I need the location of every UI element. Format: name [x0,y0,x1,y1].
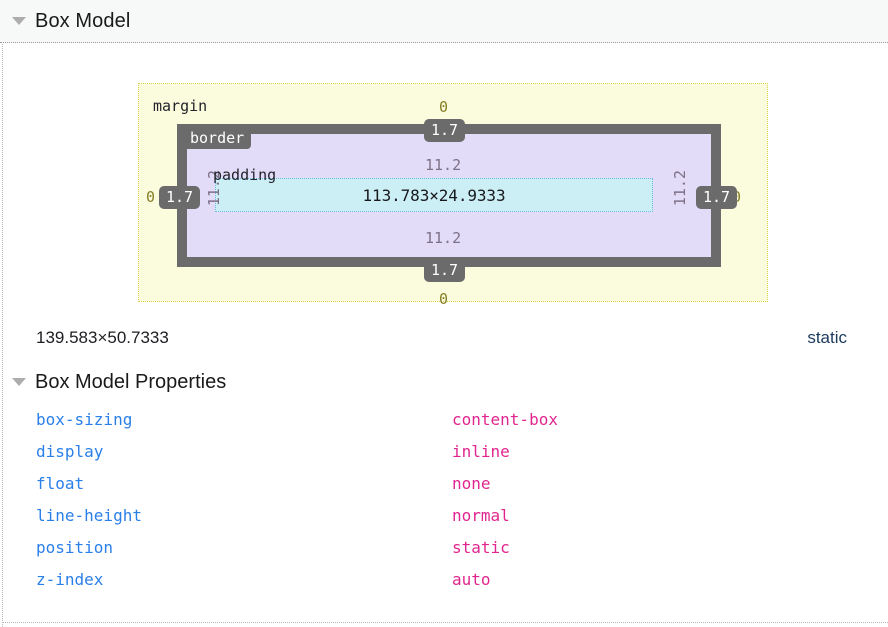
padding-top-value[interactable]: 11.2 [425,156,462,174]
border-bottom-value[interactable]: 1.7 [424,259,466,282]
property-value[interactable]: static [452,537,510,557]
margin-bottom-value[interactable]: 0 [439,290,449,308]
property-value[interactable]: auto [452,569,491,589]
border-left-value[interactable]: 1.7 [159,186,201,209]
property-value[interactable]: normal [452,505,510,525]
property-name[interactable]: float [36,473,85,493]
property-value[interactable]: content-box [452,409,558,429]
property-name[interactable]: position [36,537,114,557]
element-size-label: 139.583×50.7333 [36,328,169,347]
left-gutter-rule [2,44,3,627]
table-row[interactable]: float none [0,467,888,499]
caret-down-icon[interactable] [12,17,26,25]
border-top-value[interactable]: 1.7 [424,119,466,142]
table-row[interactable]: line-height normal [0,499,888,531]
property-name[interactable]: display [36,441,104,461]
padding-box[interactable]: padding 113.783×24.9333 [187,134,711,257]
page-title: Box Model [35,9,131,32]
border-box[interactable]: border padding 113.783×24.9333 [177,124,721,267]
property-name[interactable]: box-sizing [36,409,133,429]
box-model-properties-header[interactable]: Box Model Properties [0,367,888,397]
content-size-label: 113.783×24.9333 [362,185,506,205]
table-row[interactable]: box-sizing content-box [0,403,888,435]
border-label: border [183,128,252,149]
property-name[interactable]: z-index [36,569,104,589]
padding-label: padding [213,166,277,184]
bottom-divider [2,622,888,623]
border-right-value[interactable]: 1.7 [696,186,738,209]
margin-left-value[interactable]: 0 [146,188,156,206]
box-model-panel-header[interactable]: Box Model [0,0,888,43]
property-value[interactable]: none [452,473,491,493]
element-position-label: static [807,328,847,347]
table-row[interactable]: z-index auto [0,563,888,595]
margin-label: margin [153,97,208,115]
caret-down-icon[interactable] [12,378,26,386]
properties-title: Box Model Properties [35,370,227,393]
property-value[interactable]: inline [452,441,510,461]
box-model-properties-list: box-sizing content-box display inline fl… [0,397,888,595]
box-model-diagram: margin border padding 113.783×24.9333 0 … [0,43,888,323]
box-model-summary: 139.583×50.7333 static [0,323,888,367]
margin-top-value[interactable]: 0 [439,98,449,116]
table-row[interactable]: position static [0,531,888,563]
padding-right-value[interactable]: 11.2 [671,170,689,207]
property-name[interactable]: line-height [36,505,142,525]
content-box[interactable]: 113.783×24.9333 [215,178,653,212]
padding-bottom-value[interactable]: 11.2 [425,229,462,247]
table-row[interactable]: display inline [0,435,888,467]
